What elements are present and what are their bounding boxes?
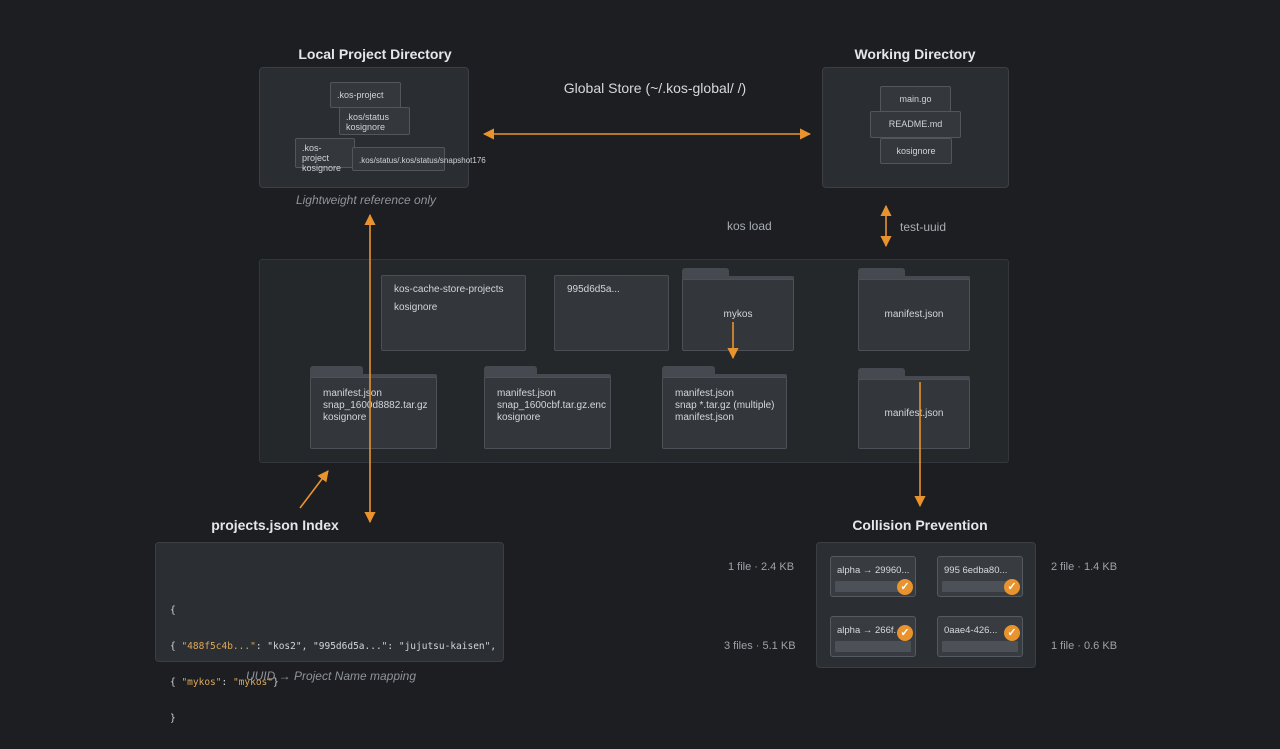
check-icon: ✓ — [1004, 579, 1020, 595]
collision-item-label: 0aae4-426... — [944, 625, 998, 636]
store-folder-label: manifest.json — [884, 408, 944, 419]
collision-size-label: 3 files · 5.1 KB — [724, 640, 796, 652]
local-file-chip[interactable]: .kos/status kosignore — [339, 107, 410, 135]
store-folder[interactable]: manifest.json snap_1600d8882.tar.gz kosi… — [310, 366, 437, 449]
collision-item[interactable]: alpha → 266f... ✓ — [830, 616, 916, 657]
collision-item-bar — [942, 641, 1018, 652]
store-folder[interactable]: mykos — [682, 268, 794, 351]
collision-item-label: alpha → 266f... — [837, 625, 902, 636]
local-file-chip[interactable]: .kos-project — [330, 82, 401, 108]
store-folder[interactable]: manifest.json — [858, 268, 970, 351]
working-file-chip[interactable]: main.go — [880, 86, 951, 112]
store-card-line: kosignore — [394, 302, 438, 313]
collision-item-bar — [835, 641, 911, 652]
store-card[interactable]: 995d6d5a... — [554, 275, 669, 351]
store-folder-line: kosignore — [323, 412, 367, 423]
collision-item[interactable]: 995 6edba80... ✓ — [937, 556, 1023, 597]
collision-size-label: 1 file · 0.6 KB — [1051, 640, 1118, 652]
projects-index-title: projects.json Index — [211, 517, 339, 533]
kos-load-label: kos load — [727, 219, 772, 233]
projects-index-caption: UUID → Project Name mapping — [245, 669, 417, 683]
projects-index-code: { { "488f5c4b...": "kos2", "995d6d5a..."… — [170, 581, 503, 749]
code-key: "mykos" — [181, 677, 222, 688]
local-directory-caption: Lightweight reference only — [295, 193, 437, 207]
check-icon: ✓ — [897, 579, 913, 595]
collision-item[interactable]: alpha → 29960... ✓ — [830, 556, 916, 597]
store-folder[interactable]: manifest.json snap *.tar.gz (multiple) m… — [662, 366, 787, 449]
collision-item-bar — [835, 581, 911, 592]
collision-item[interactable]: 0aae4-426... ✓ — [937, 616, 1023, 657]
working-directory-title: Working Directory — [854, 46, 976, 62]
collision-item-bar — [942, 581, 1018, 592]
store-folder-line: manifest.json — [675, 412, 734, 423]
store-card-line: kos-cache-store-projects — [394, 284, 504, 295]
collision-size-label: 1 file · 2.4 KB — [728, 561, 795, 573]
check-icon: ✓ — [1004, 625, 1020, 641]
global-store-title: Global Store (~/.kos-global/ /) — [563, 80, 747, 96]
code-key: "995d6d5a..." — [313, 641, 388, 652]
collision-item-label: 995 6edba80... — [944, 565, 1008, 576]
store-folder[interactable]: manifest.json — [858, 368, 970, 449]
check-icon: ✓ — [897, 625, 913, 641]
code-brace: { — [170, 605, 176, 616]
collision-size-label: 2 file · 1.4 KB — [1051, 561, 1118, 573]
collision-item-label: alpha → 29960... — [837, 565, 910, 576]
store-folder-line: kosignore — [497, 412, 541, 423]
code-value: "jujutsu-kaisen" — [398, 641, 491, 652]
code-value: "mykos" — [232, 677, 273, 688]
working-file-chip[interactable]: kosignore — [880, 138, 952, 164]
code-key: "488f5c4b..." — [181, 641, 256, 652]
store-card[interactable]: kos-cache-store-projects kosignore — [381, 275, 526, 351]
store-folder-line: manifest.json — [497, 388, 556, 399]
working-file-chip[interactable]: README.md — [870, 111, 961, 138]
store-card-line: 995d6d5a... — [567, 284, 620, 295]
projects-index-panel: { { "488f5c4b...": "kos2", "995d6d5a..."… — [155, 542, 504, 724]
store-folder-label: manifest.json — [884, 309, 944, 320]
code-value: "kos2" — [267, 641, 302, 652]
collision-title: Collision Prevention — [852, 517, 988, 533]
store-folder-line: snap_1600cbf.tar.gz.enc — [497, 400, 606, 411]
store-folder-line: manifest.json — [675, 388, 734, 399]
store-folder-line: snap_1600d8882.tar.gz — [323, 400, 428, 411]
store-folder[interactable]: manifest.json snap_1600cbf.tar.gz.enc ko… — [484, 366, 611, 449]
local-file-chip[interactable]: .kos-project kosignore — [295, 138, 355, 173]
test-uuid-label: test-uuid — [900, 220, 947, 234]
local-directory-title: Local Project Directory — [298, 46, 452, 62]
store-folder-label: mykos — [723, 309, 753, 320]
store-folder-line: manifest.json — [323, 388, 382, 399]
store-folder-line: snap *.tar.gz (multiple) — [675, 400, 775, 411]
local-file-chip[interactable]: .kos/status/.kos/status/snapshot176 — [352, 147, 486, 171]
index-arrow — [299, 470, 329, 509]
code-brace: } — [170, 713, 176, 724]
